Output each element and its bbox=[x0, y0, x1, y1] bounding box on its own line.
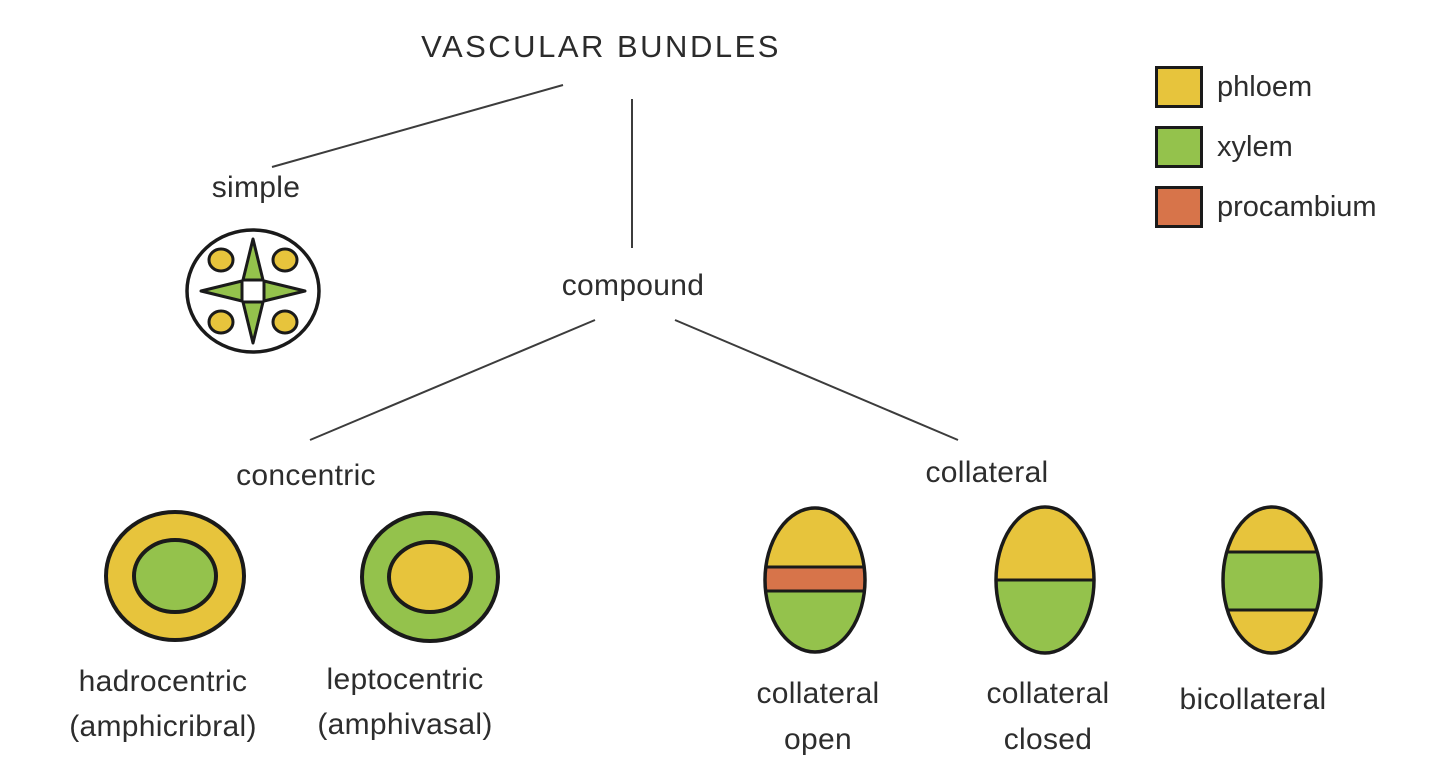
legend-label-procambium: procambium bbox=[1217, 190, 1377, 223]
collateral-closed-phloem-band bbox=[996, 507, 1094, 580]
page-title: VASCULAR BUNDLES bbox=[421, 29, 781, 64]
bicollateral-diagram bbox=[1221, 505, 1323, 655]
leptocentric-diagram bbox=[360, 511, 500, 643]
phloem-color-swatch bbox=[1155, 66, 1203, 108]
phloem-dot-top-right bbox=[271, 247, 299, 273]
xylem-arm-bottom bbox=[241, 300, 265, 345]
legend-label-phloem: phloem bbox=[1217, 70, 1313, 103]
collateral-open-procambium-band bbox=[765, 567, 865, 591]
leaf-label-hadrocentric: hadrocentric (amphicribral) bbox=[69, 659, 257, 749]
phloem-dot-top-left bbox=[207, 247, 235, 273]
legend-item-phloem: phloem bbox=[1155, 66, 1377, 108]
bicollateral-outline bbox=[1221, 505, 1323, 655]
phloem-dot-bottom-right bbox=[271, 309, 299, 335]
collateral-open-phloem-band bbox=[765, 508, 865, 567]
phloem-dot-bottom-left bbox=[207, 309, 235, 335]
node-label-concentric: concentric bbox=[236, 459, 376, 492]
collateral-open-line2: open bbox=[784, 723, 852, 756]
collateral-closed-diagram bbox=[994, 505, 1096, 655]
leaf-label-collateral-open: collateral open bbox=[756, 671, 879, 763]
node-label-collateral: collateral bbox=[925, 456, 1049, 489]
leaf-label-leptocentric: leptocentric (amphivasal) bbox=[317, 657, 492, 747]
tree-edges bbox=[271, 84, 959, 441]
simple-bundle-diagram bbox=[185, 228, 321, 354]
collateral-closed-line1: collateral bbox=[986, 677, 1110, 710]
edge-compound-concentric bbox=[309, 319, 596, 441]
leptocentric-phloem-core bbox=[387, 540, 473, 614]
legend-item-procambium: procambium bbox=[1155, 186, 1377, 228]
xylem-color-swatch bbox=[1155, 126, 1203, 168]
node-label-simple: simple bbox=[211, 171, 301, 204]
collateral-closed-outline bbox=[994, 505, 1096, 655]
hadrocentric-xylem-core bbox=[132, 538, 218, 614]
legend: phloem xylem procambium bbox=[1155, 66, 1377, 246]
legend-item-xylem: xylem bbox=[1155, 126, 1377, 168]
hadrocentric-name: hadrocentric bbox=[78, 665, 248, 698]
collateral-open-xylem-band bbox=[765, 591, 865, 652]
xylem-arm-right bbox=[262, 279, 307, 303]
hadrocentric-alt-name: (amphicribral) bbox=[69, 710, 257, 743]
hadrocentric-diagram bbox=[104, 510, 246, 642]
node-label-compound: compound bbox=[561, 269, 705, 302]
leaf-label-bicollateral: bicollateral bbox=[1179, 683, 1327, 716]
collateral-closed-xylem-band bbox=[996, 580, 1094, 653]
bicollateral-xylem-band bbox=[1223, 552, 1321, 610]
collateral-open-outline bbox=[763, 506, 867, 654]
xylem-arm-top bbox=[241, 237, 265, 282]
xylem-arm-left bbox=[199, 279, 244, 303]
procambium-color-swatch bbox=[1155, 186, 1203, 228]
simple-bundle-outline bbox=[185, 228, 321, 354]
edge-root-simple bbox=[271, 84, 564, 168]
edge-compound-collateral bbox=[674, 319, 959, 441]
collateral-open-line1: collateral bbox=[756, 677, 880, 710]
collateral-open-diagram bbox=[763, 506, 867, 654]
leptocentric-name: leptocentric bbox=[326, 663, 484, 696]
legend-label-xylem: xylem bbox=[1217, 130, 1293, 163]
leaf-label-collateral-closed: collateral closed bbox=[986, 671, 1109, 763]
collateral-closed-line2: closed bbox=[1003, 723, 1093, 756]
leptocentric-alt-name: (amphivasal) bbox=[317, 708, 493, 741]
